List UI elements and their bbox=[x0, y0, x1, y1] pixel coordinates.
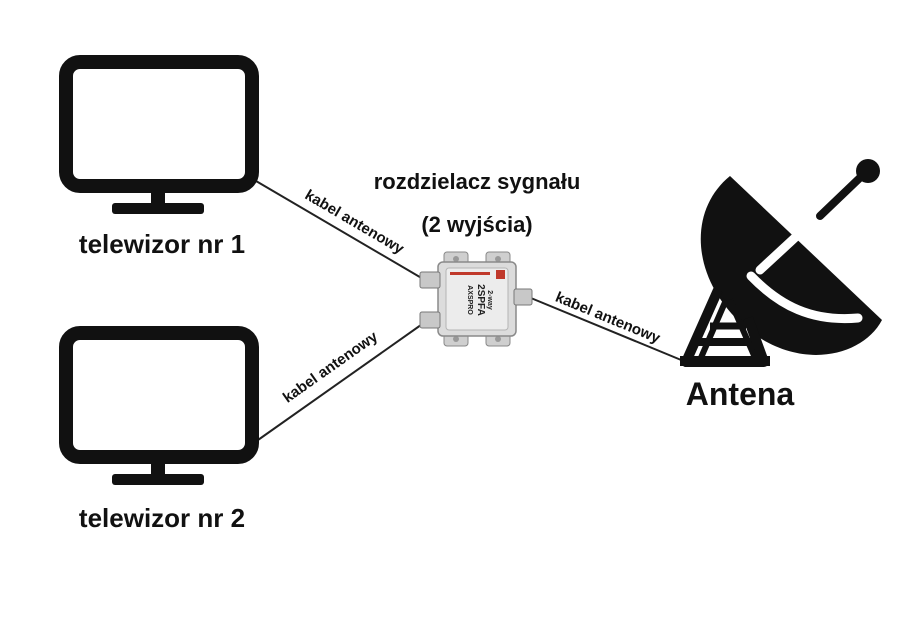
cable-tv2-label: kabel antenowy bbox=[280, 328, 382, 407]
cable-tv1-label: kabel antenowy bbox=[302, 187, 408, 259]
tv1-label: telewizor nr 1 bbox=[79, 229, 245, 259]
cable-antenna bbox=[525, 295, 687, 363]
cable-tv1 bbox=[255, 180, 431, 284]
splitter-title-line2: (2 wyjścia) bbox=[421, 212, 532, 237]
tv2-icon bbox=[59, 326, 259, 485]
tv2-label: telewizor nr 2 bbox=[79, 503, 245, 533]
splitter-note: 2-way bbox=[486, 290, 493, 310]
splitter-device bbox=[419, 251, 533, 347]
cable-tv2 bbox=[257, 319, 429, 441]
splitter-brand: AXSPRO bbox=[466, 285, 473, 315]
antenna-label: Antena bbox=[686, 376, 795, 412]
cable-antenna-label: kabel antenowy bbox=[553, 289, 663, 348]
satellite-dish-icon bbox=[680, 159, 882, 367]
tv1-icon bbox=[59, 55, 259, 214]
splitter-title-line1: rozdzielacz sygnału bbox=[374, 169, 581, 194]
splitter-model: 2SPFA bbox=[475, 284, 486, 316]
